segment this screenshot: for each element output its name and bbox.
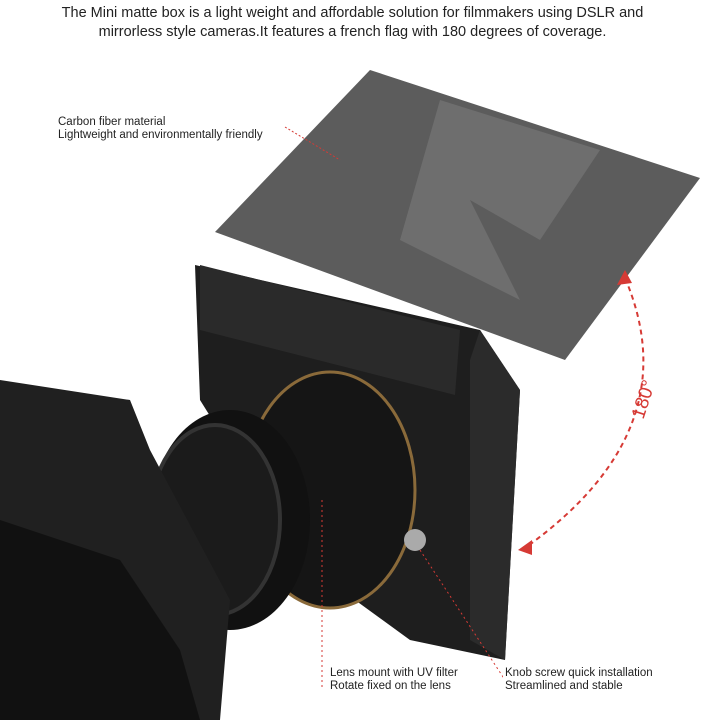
- matte-box-side: [470, 330, 520, 660]
- knob-callout-line-1: Knob screw quick installation: [505, 667, 653, 679]
- flag-pattern: [400, 100, 600, 300]
- headline-line-2: mirrorless style cameras.It features a f…: [98, 24, 607, 40]
- knob-callout-line-2: Streamlined and stable: [505, 680, 623, 692]
- flag-callout-line-2: Lightweight and environmentally friendly: [58, 129, 263, 141]
- knob-callout: Knob screw quick installation Streamline…: [503, 667, 655, 693]
- arrow-head-bottom-icon: [518, 540, 532, 555]
- lens-mount-callout: Lens mount with UV filter Rotate fixed o…: [328, 667, 460, 693]
- knob-callout-line: [419, 549, 506, 681]
- lens-callout-line-2: Rotate fixed on the lens: [330, 680, 451, 692]
- rotation-arc: [524, 277, 645, 549]
- lens-callout-line-1: Lens mount with UV filter: [330, 667, 458, 679]
- headline-line-1: The Mini matte box is a light weight and…: [61, 5, 644, 21]
- flag-callout-line: [284, 126, 341, 161]
- arrow-head-top-icon: [617, 270, 632, 285]
- headline: The Mini matte box is a light weight and…: [0, 4, 705, 42]
- top-plate: [200, 265, 460, 395]
- knob-screw: [404, 529, 426, 551]
- flag-callout-line-1: Carbon fiber material: [58, 116, 166, 128]
- camera-body: [0, 520, 200, 720]
- flag-callout: Carbon fiber material Lightweight and en…: [58, 116, 263, 142]
